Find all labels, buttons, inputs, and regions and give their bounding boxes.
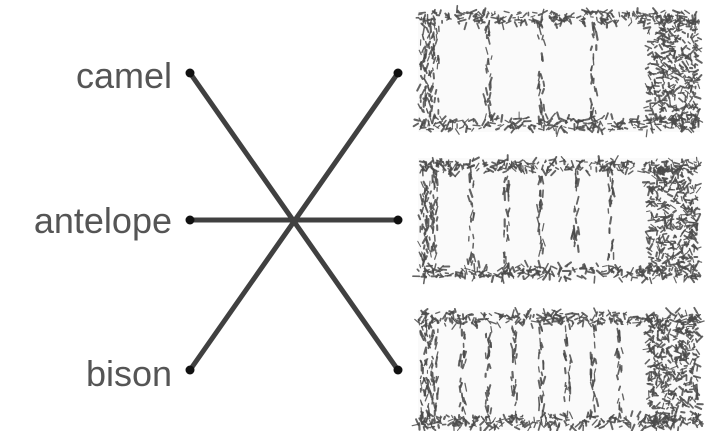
hide-pattern-2: [412, 154, 703, 285]
hide-patterns: [411, 4, 705, 431]
hide-pattern-3: [411, 306, 705, 431]
label-bison: bison: [85, 353, 172, 394]
dot-left-camel: [185, 68, 195, 78]
label-antelope: antelope: [33, 200, 172, 241]
connector-bison: [187, 71, 401, 372]
hide-pattern-1: [412, 4, 704, 138]
dot-right-1: [393, 68, 403, 78]
connector-lines: [187, 71, 401, 372]
dot-right-3: [393, 365, 403, 375]
dot-left-antelope: [185, 215, 195, 225]
label-camel: camel: [75, 55, 172, 96]
dot-right-2: [393, 215, 403, 225]
connector-dots: [185, 68, 403, 375]
dot-left-bison: [185, 365, 195, 375]
